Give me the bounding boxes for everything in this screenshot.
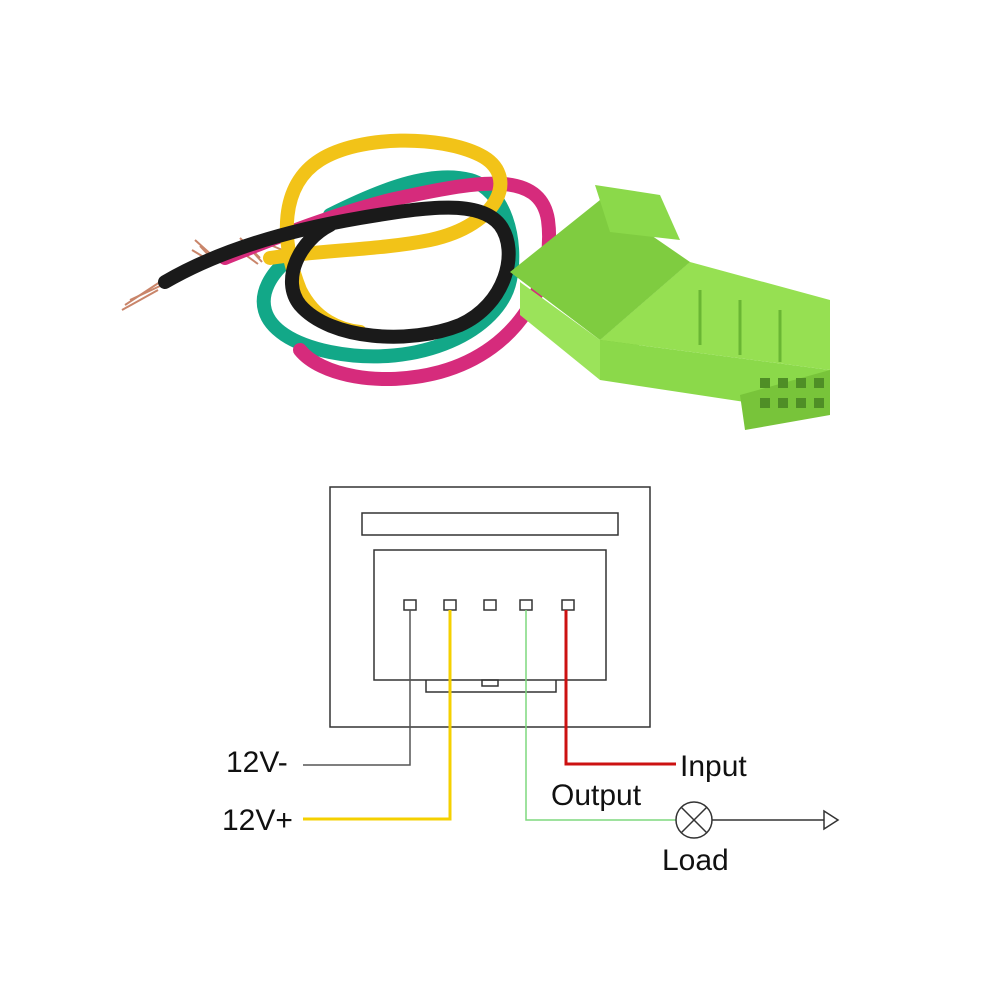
housing-inner bbox=[373, 549, 607, 681]
housing-notch bbox=[425, 680, 557, 693]
pin-5 bbox=[561, 599, 575, 611]
black-wire bbox=[158, 200, 516, 344]
housing-outer bbox=[329, 486, 651, 728]
housing-key bbox=[481, 679, 499, 687]
pin-3 bbox=[483, 599, 497, 611]
connector-schematic bbox=[329, 486, 651, 728]
label-12v-plus: 12V+ bbox=[222, 804, 293, 837]
v-minus-line bbox=[303, 610, 411, 766]
label-12v-minus: 12V- bbox=[226, 746, 288, 779]
label-output: Output bbox=[551, 779, 642, 812]
wire-harness-photo bbox=[121, 133, 830, 430]
housing-top-bar bbox=[361, 512, 619, 536]
lamp-symbol-icon bbox=[675, 801, 713, 839]
connector-pin-holes bbox=[760, 378, 824, 408]
pin-4 bbox=[519, 599, 533, 611]
pin-row bbox=[403, 599, 575, 611]
v-plus-line bbox=[303, 610, 452, 821]
output-line bbox=[525, 610, 676, 821]
green-connector bbox=[510, 185, 830, 430]
pin-2 bbox=[443, 599, 457, 611]
teal-wire bbox=[256, 170, 520, 364]
pin-1 bbox=[403, 599, 417, 611]
input-line bbox=[564, 610, 676, 766]
arrow-right-icon bbox=[823, 809, 840, 831]
label-input: Input bbox=[680, 750, 747, 783]
label-load: Load bbox=[662, 844, 729, 877]
